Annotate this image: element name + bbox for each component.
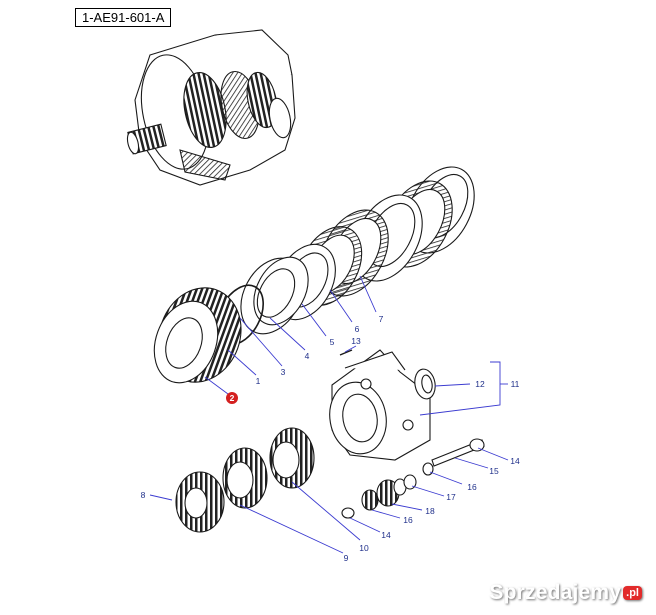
- callout-16b: 16: [403, 515, 413, 525]
- callout-12: 12: [475, 379, 485, 389]
- callout-1: 1: [256, 376, 261, 386]
- callout-14b: 14: [381, 530, 391, 540]
- callout-11: 11: [511, 379, 520, 389]
- callout-7: 7: [379, 314, 384, 324]
- highlight-badge: [226, 392, 238, 404]
- callout-5: 5: [330, 337, 335, 347]
- callout-2: 2: [230, 393, 235, 403]
- watermark-badge: .pl: [623, 586, 642, 600]
- clutch-pack-plates: [153, 166, 475, 384]
- callout-6: 6: [355, 324, 360, 334]
- callout-numbers: 1 2 3 4 5 6 7 8 9 10 11 12 13 14 15 16 1…: [141, 314, 520, 563]
- callout-16a: 16: [467, 482, 477, 492]
- callout-8: 8: [141, 490, 146, 500]
- transmission-assembly-illustration: [126, 29, 296, 186]
- callout-10: 10: [359, 543, 369, 553]
- callout-13: 13: [351, 336, 361, 346]
- pinion-18-assembly: [361, 478, 407, 511]
- gear-9: [222, 447, 268, 509]
- washer-14a: [341, 507, 355, 519]
- callout-9: 9: [344, 553, 349, 563]
- gear-8: [175, 471, 225, 533]
- callout-14a: 14: [510, 456, 520, 466]
- callout-15: 15: [489, 466, 499, 476]
- callout-3: 3: [281, 367, 286, 377]
- watermark-logo: Sprzedajemy .pl: [489, 581, 642, 605]
- clutch-housing-11: [329, 349, 485, 467]
- gear-hub-2: [153, 287, 242, 384]
- gear-10: [269, 427, 315, 489]
- piston-4: [240, 256, 309, 335]
- lower-gear-train: [175, 427, 434, 533]
- bearing-17: [403, 474, 417, 490]
- callout-17: 17: [446, 492, 456, 502]
- spacer-16: [422, 462, 434, 476]
- reference-code-label: 1-AE91-601-A: [75, 8, 172, 27]
- watermark-text: Sprzedajemy: [489, 581, 622, 604]
- callout-18: 18: [425, 506, 435, 516]
- callout-leader-lines: [149, 275, 509, 554]
- callout-4: 4: [305, 351, 310, 361]
